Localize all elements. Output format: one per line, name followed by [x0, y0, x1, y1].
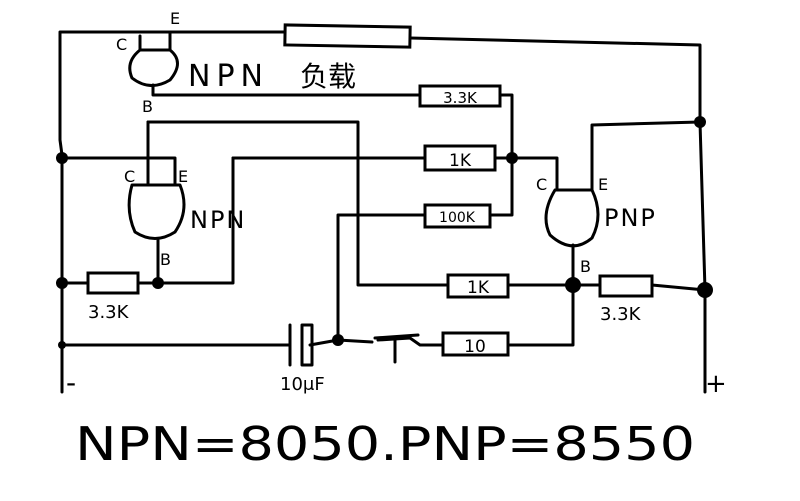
resistor-3-3k-right: 3.3K	[598, 274, 654, 325]
pnp-type-label: PNP	[604, 204, 657, 232]
resistor-10: 10	[441, 331, 510, 357]
resistor-1k-lower: 1K	[446, 273, 510, 299]
transistor-npn-middle: C E B NPN	[124, 167, 246, 269]
r-100k-label: 100K	[439, 210, 476, 226]
top-npn-type-label: NPN	[188, 59, 269, 94]
mid-npn-b-label: B	[160, 250, 171, 269]
r-right-label: 3.3K	[600, 304, 642, 325]
resistor-1k-upper: 1K	[423, 144, 497, 172]
negative-terminal-label: -	[66, 366, 76, 399]
mid-npn-type-label: NPN	[190, 206, 246, 234]
resistor-3-3k-top: 3.3K	[418, 84, 502, 108]
r-1k-lower-label: 1K	[467, 278, 490, 298]
r-10-label: 10	[464, 337, 486, 357]
junction-dots	[56, 116, 713, 349]
r-top-label: 3.3K	[443, 89, 478, 107]
mid-npn-e-label: E	[178, 167, 188, 186]
mid-npn-c-label: C	[124, 167, 135, 186]
r-1k-upper-label: 1K	[449, 151, 472, 171]
top-npn-b-label: B	[142, 97, 153, 116]
capacitor-10uf: 10μF	[280, 323, 325, 395]
pnp-c-label: C	[536, 175, 547, 194]
capacitor-label: 10μF	[280, 374, 325, 395]
switch	[373, 333, 420, 340]
resistor-3-3k-left: 3.3K	[86, 271, 140, 323]
positive-terminal-label: +	[705, 369, 727, 399]
transistor-npn-top: C E B NPN 负载	[116, 9, 356, 116]
top-npn-c-label: C	[116, 35, 127, 54]
resistor-100k: 100K	[423, 203, 492, 229]
top-npn-e-label: E	[170, 9, 180, 28]
transistor-pnp: C E B PNP	[536, 175, 657, 276]
load-label: 负载	[300, 60, 356, 93]
pnp-b-label: B	[580, 257, 591, 276]
r-left-label: 3.3K	[88, 302, 130, 323]
pnp-e-label: E	[598, 175, 608, 194]
part-numbers-footer: NPN=8050.PNP=8550	[75, 417, 695, 471]
resistor-load	[283, 23, 412, 49]
